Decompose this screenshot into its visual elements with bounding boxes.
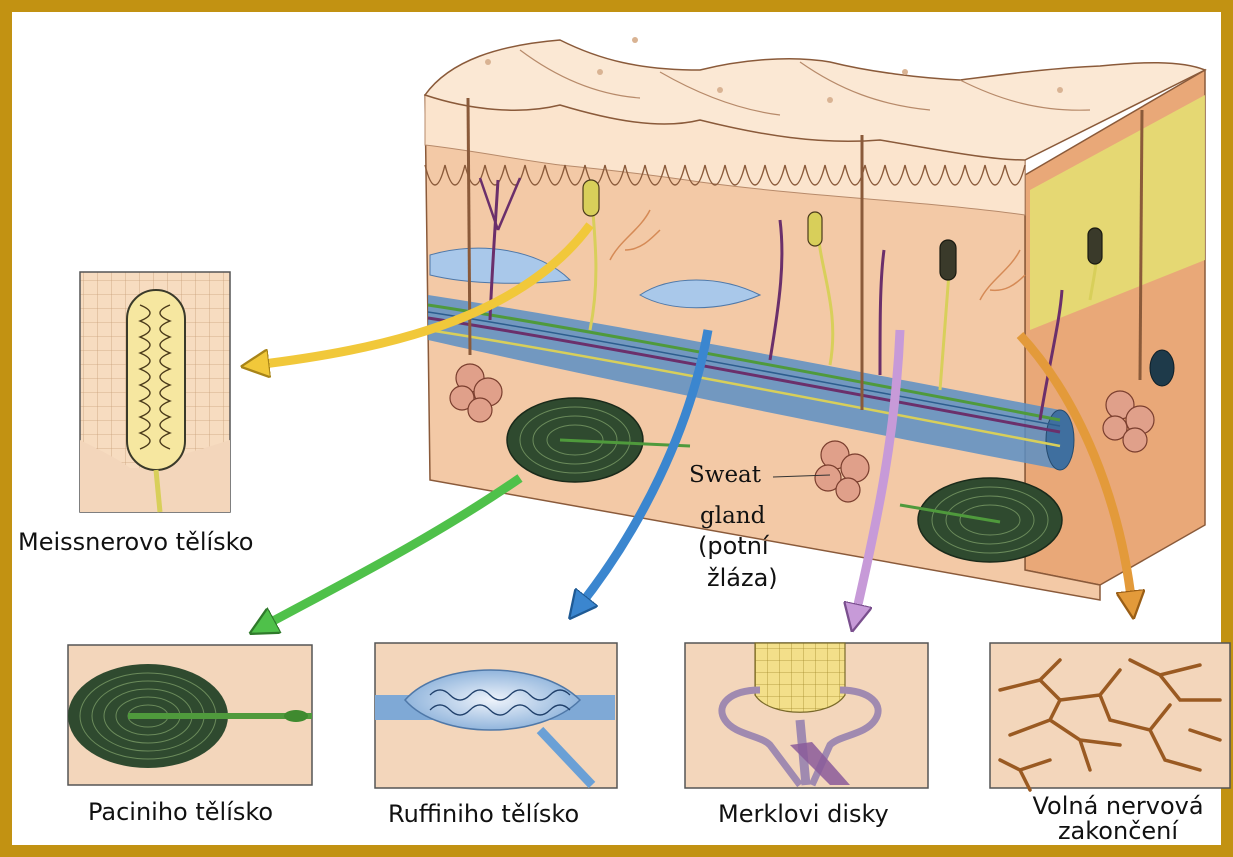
- merkel-inset: [685, 643, 928, 788]
- label-free-endings-line1: Volná nervová: [1018, 792, 1218, 820]
- pacini-inset: [68, 645, 312, 785]
- free-endings-inset: [990, 643, 1230, 790]
- label-pacini: Paciniho tělísko: [88, 798, 273, 826]
- arrow-pacini: [262, 478, 520, 627]
- label-meissner: Meissnerovo tělísko: [18, 528, 253, 556]
- label-free-endings-line2: zakončení: [1018, 817, 1218, 845]
- meissner-inset: [80, 272, 230, 512]
- label-ruffini: Ruffiniho tělísko: [388, 800, 579, 828]
- label-sweat-gland-line4: žláza): [707, 564, 778, 592]
- skin-block: [425, 37, 1205, 600]
- ruffini-inset: [375, 643, 617, 788]
- label-sweat-gland-line2: gland: [700, 503, 765, 530]
- label-sweat-gland-line1: Sweat: [689, 462, 761, 489]
- label-sweat-gland-line3: (potní: [698, 532, 769, 560]
- label-merkel: Merklovi disky: [718, 800, 889, 828]
